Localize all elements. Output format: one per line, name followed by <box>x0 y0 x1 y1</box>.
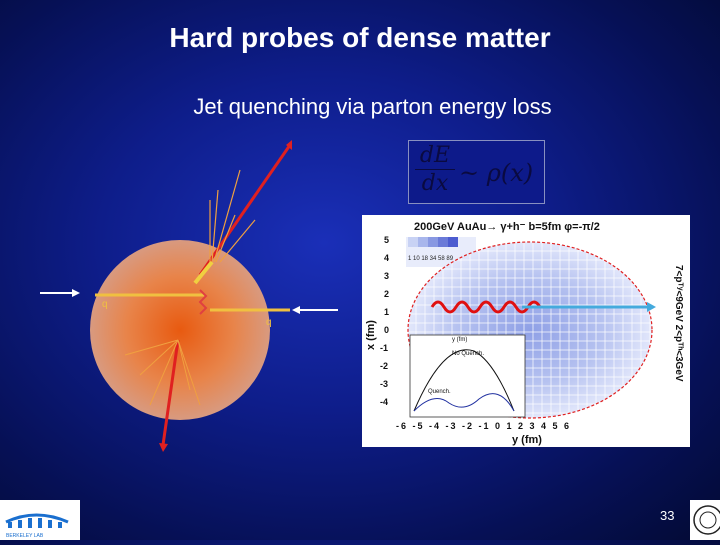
jet-quenching-diagram: q q <box>40 140 338 452</box>
inset-x-label: y (fm) <box>452 337 467 343</box>
svg-text:4: 4 <box>384 253 389 263</box>
figure-header: 200GeV AuAu→ γ+h⁻ b=5fm φ=-π/2 <box>414 221 600 233</box>
quark-label-left: q <box>102 299 108 310</box>
energy-loss-formula: dE dx ~ ρ(x) <box>408 140 545 204</box>
inset-label-quench: Quench. <box>428 389 451 395</box>
y-axis-label: x (fm) <box>365 320 377 350</box>
svg-text:5: 5 <box>384 235 389 245</box>
slide-subtitle: Jet quenching via parton energy loss <box>193 94 552 119</box>
gluon-wave <box>198 289 208 315</box>
inset-plot <box>409 334 526 418</box>
svg-text:BERKELEY LAB: BERKELEY LAB <box>6 533 44 539</box>
fireball <box>90 240 270 420</box>
svg-text:3: 3 <box>384 271 389 281</box>
inset-curve-quench <box>413 393 515 412</box>
jet-leading <box>198 144 292 276</box>
svg-text:-1: -1 <box>380 343 388 353</box>
university-seal-logo <box>690 500 720 540</box>
berkeley-lab-logo: BERKELEY LAB <box>0 500 80 540</box>
nucleus-boundary <box>407 241 653 419</box>
svg-text:-3: -3 <box>380 379 388 389</box>
inset-label-no-quench: No Quench. <box>452 351 484 357</box>
x-ticks: -6 -5 -4 -3 -2 -1 0 1 2 3 4 5 6 <box>396 421 571 431</box>
legend-values: 1 10 18 34 58 89 <box>408 256 454 262</box>
svg-text:-4: -4 <box>380 397 388 407</box>
slide-title: Hard probes of dense matter <box>169 22 551 53</box>
y-ticks: 5 4 3 2 1 0 -1 -2 -3 -4 <box>380 235 389 407</box>
svg-text:0: 0 <box>384 325 389 335</box>
quenching-density-plot: 200GeV AuAu→ γ+h⁻ b=5fm φ=-π/2 1 10 18 3… <box>362 215 690 447</box>
svg-text:2: 2 <box>384 289 389 299</box>
svg-text:-2: -2 <box>380 361 388 371</box>
right-pt-label: 7<pᵀʸ<9GeV 2<pᵀʰ<3GeV <box>673 265 684 382</box>
slide-number: 33 <box>660 508 675 523</box>
density-map-svg: 200GeV AuAu→ γ+h⁻ b=5fm φ=-π/2 1 10 18 3… <box>365 221 684 446</box>
svg-text:1: 1 <box>384 307 389 317</box>
jet-core <box>193 260 214 285</box>
quark-label-right: q <box>266 317 272 328</box>
x-axis-label: y (fm) <box>512 434 542 446</box>
jet-quenched <box>161 339 180 446</box>
photon-wave <box>430 300 542 314</box>
inset-curve-no-quench <box>413 349 515 412</box>
